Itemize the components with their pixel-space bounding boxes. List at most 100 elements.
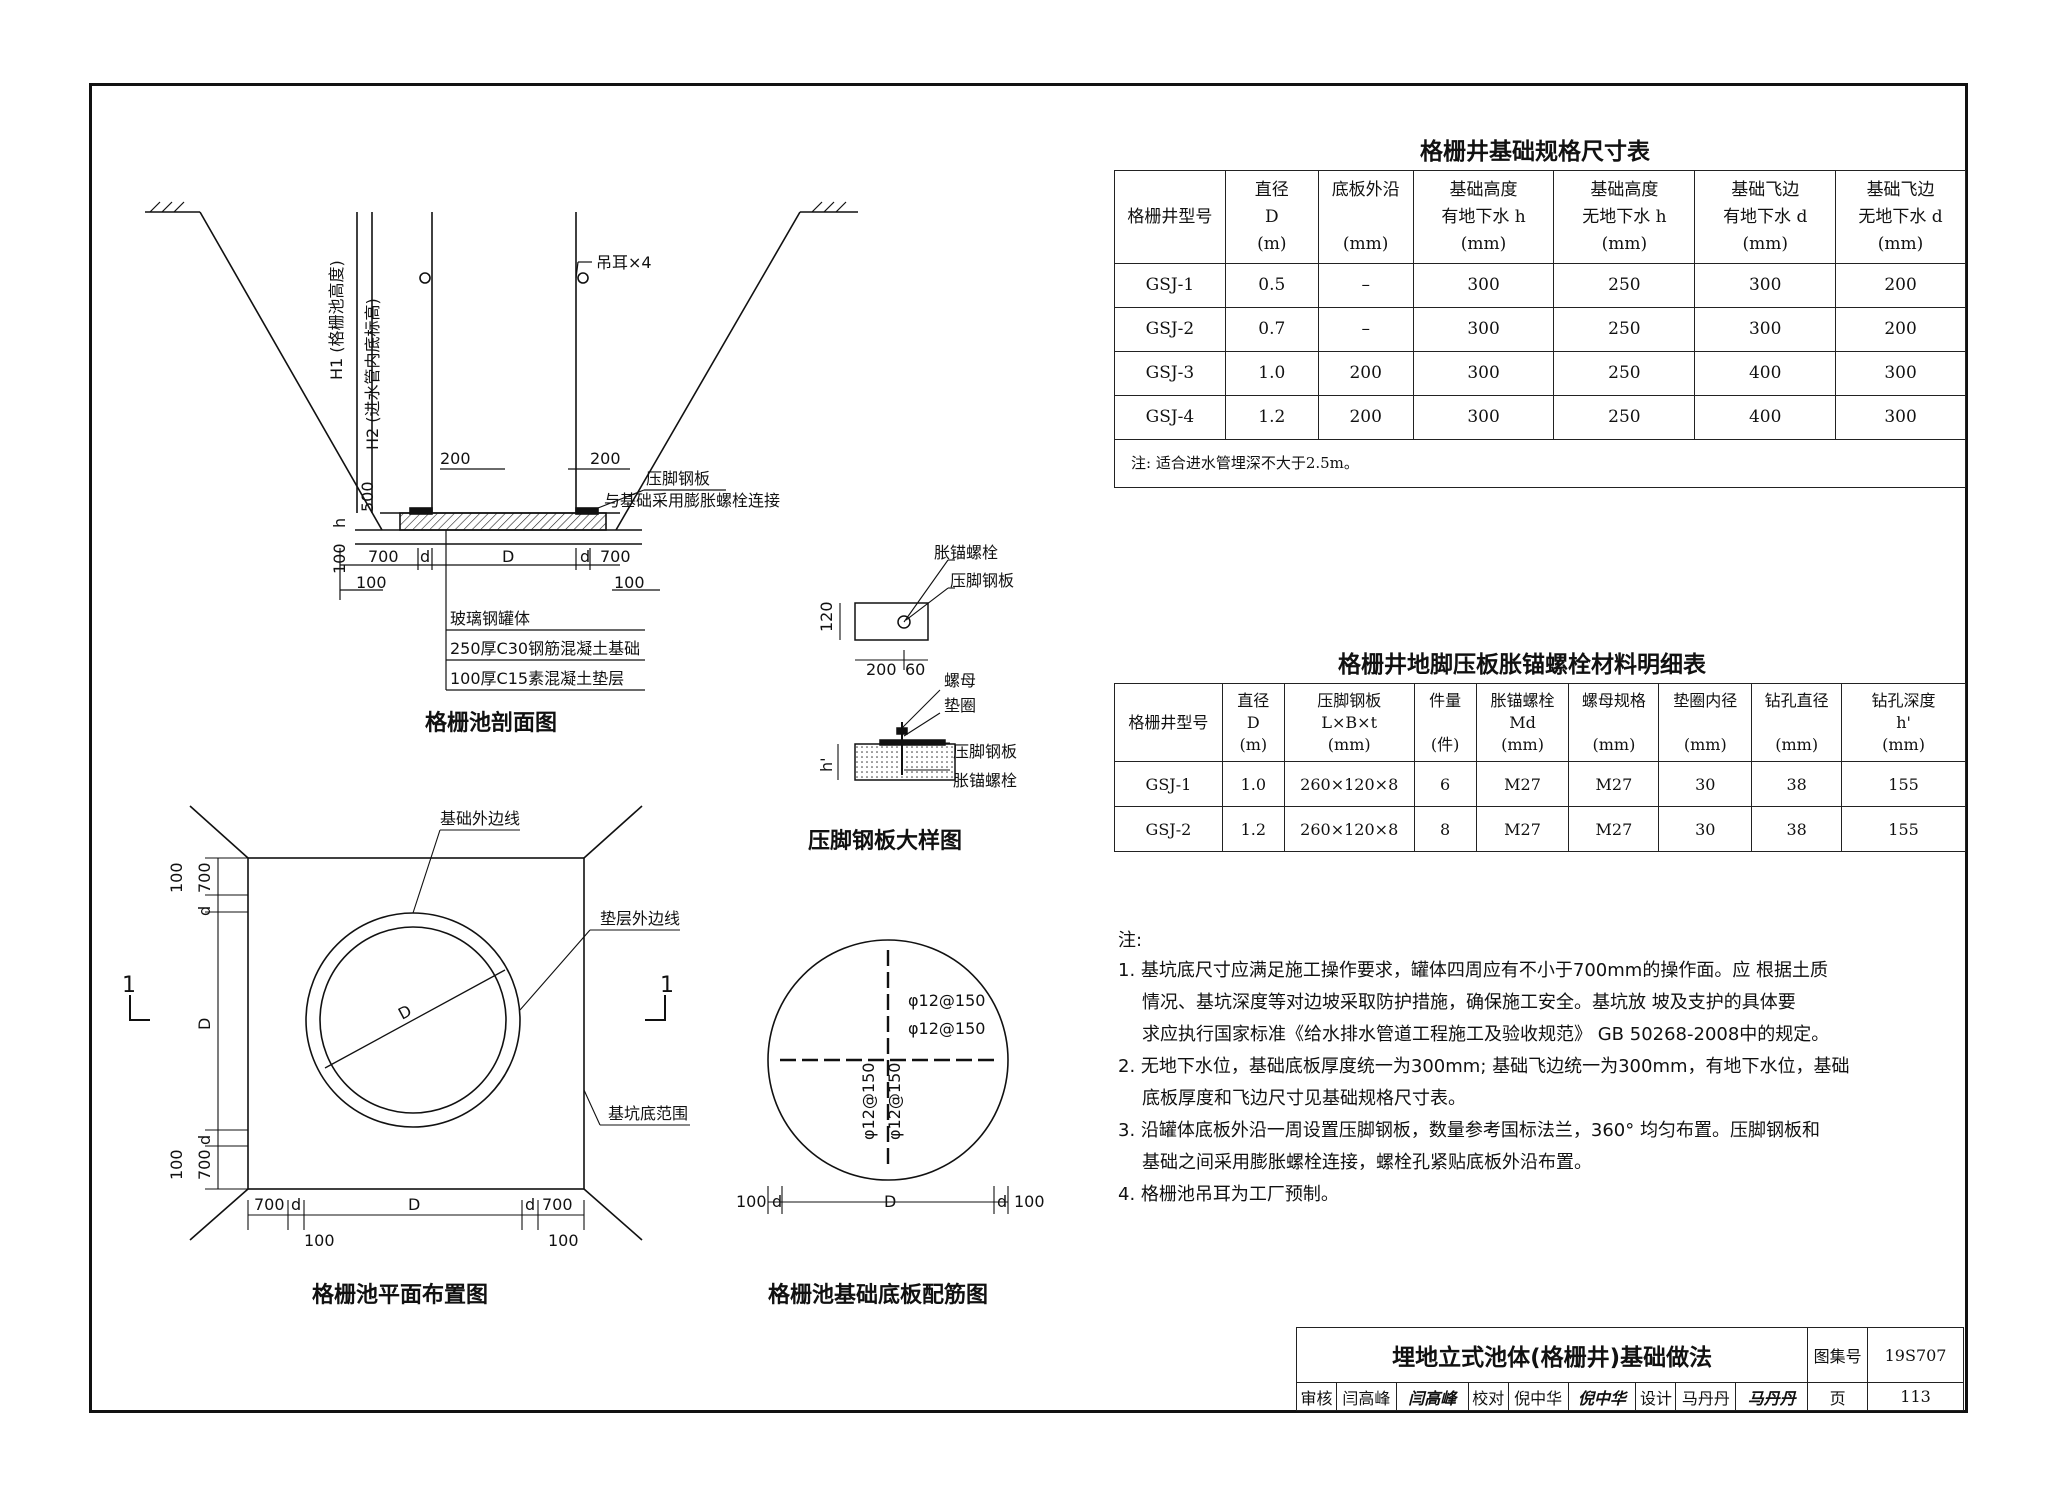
table-cell: 250 (1553, 351, 1696, 396)
rebar-labels: φ12@150 φ12@150 φ12@150 φ12@150 100 d D … (736, 991, 1045, 1308)
table-cell: – (1317, 263, 1414, 308)
label-cushion-edge: 垫层外边线 (600, 909, 680, 928)
label-lifting-lug: 吊耳×4 (596, 253, 652, 272)
plan-labels: 基础外边线 垫层外边线 基坑底范围 D D D 1 1 100 700 d d … (122, 809, 688, 1308)
dim-D-vertical: D (195, 1018, 214, 1030)
spec-table-note-row: 注: 适合进水管埋深不大于2.5m。 (1114, 439, 1966, 488)
table-cell: 200 (1317, 351, 1414, 396)
dim-D: D (502, 547, 514, 566)
dim-100-bottom-right: 100 (614, 573, 645, 592)
spec-table-note: 注: 适合进水管埋深不大于2.5m。 (1114, 439, 1966, 488)
spec-header-0: 格栅井型号 (1114, 170, 1226, 264)
reviewer-signature: 闫高峰 (1395, 1382, 1469, 1411)
note-line: 2. 无地下水位，基础底板厚度统一为300mm; 基础飞边统一为300mm，有地… (1118, 1056, 1850, 1077)
rebar-label-2: φ12@150 (908, 1019, 985, 1038)
table-cell: 300 (1835, 351, 1966, 396)
dim-d-left: d (291, 1195, 301, 1214)
rebar-dim-D: D (884, 1192, 896, 1211)
section-labels: H1 (格栅池高度) H2 (进水管内底标高) 吊耳×4 200 200 压脚钢… (327, 253, 780, 736)
dim-700-left: 700 (368, 547, 399, 566)
label-h1: H1 (格栅池高度) (327, 260, 346, 380)
table-cell: 200 (1317, 395, 1414, 440)
table-cell: GSJ-2 (1114, 806, 1223, 852)
dim-120: 120 (817, 601, 836, 632)
table-cell: 0.5 (1224, 263, 1319, 308)
checker-name: 倪中华 (1507, 1382, 1569, 1411)
label-washer: 垫圈 (944, 696, 976, 715)
spec-header-5: 基础飞边有地下水 d(mm) (1694, 170, 1837, 264)
section-drawing (145, 201, 858, 691)
designer-name: 马丹丹 (1675, 1382, 1737, 1411)
layer-1: 玻璃钢罐体 (450, 609, 530, 628)
note-line: 1. 基坑底尺寸应满足施工操作要求，罐体四周应有不小于700mm的操作面。应 根… (1118, 960, 1829, 981)
note-line: 基础之间采用膨胀螺栓连接，螺栓孔紧贴底板外沿布置。 (1142, 1152, 1592, 1173)
dim-h: h (330, 518, 349, 528)
dim-d-left: d (420, 547, 430, 566)
table-cell: 300 (1694, 263, 1837, 308)
table-cell: 1.2 (1224, 395, 1319, 440)
table-cell: – (1317, 307, 1414, 352)
rebar-label-3: φ12@150 (859, 1063, 878, 1140)
dim-200-left: 200 (440, 449, 471, 468)
table-cell: M27 (1568, 761, 1660, 807)
table-cell: 400 (1694, 351, 1837, 396)
layer-3: 100厚C15素混凝土垫层 (450, 669, 624, 688)
dim-d-right: d (525, 1195, 535, 1214)
dim-700-left: 700 (254, 1195, 285, 1214)
table-cell: 1.2 (1221, 806, 1285, 852)
page-number: 113 (1867, 1382, 1964, 1411)
table-cell: 300 (1694, 307, 1837, 352)
rebar-dim-d-right: d (997, 1192, 1007, 1211)
label-anchor-note: 与基础采用膨胀螺栓连接 (604, 491, 780, 510)
spec-header-4: 基础高度无地下水 h(mm) (1553, 170, 1696, 264)
designer-signature: 马丹丹 (1735, 1382, 1809, 1411)
rebar-label-4: φ12@150 (885, 1063, 904, 1140)
dim-h-prime: h' (817, 757, 836, 772)
table-cell: 250 (1553, 263, 1696, 308)
table-cell: GSJ-3 (1114, 351, 1226, 396)
table-cell: 30 (1658, 806, 1753, 852)
table-cell: 300 (1412, 395, 1555, 440)
label-h2: H2 (进水管内底标高) (363, 298, 382, 450)
dim-100-left: 100 (304, 1231, 335, 1250)
label-pressing-plate: 压脚钢板 (646, 469, 710, 488)
sheet-frame (89, 83, 1968, 1413)
dim-d-bottom: d (195, 1135, 214, 1145)
dim-100-bottom: 100 (167, 1149, 186, 1180)
table-cell: GSJ-2 (1114, 307, 1226, 352)
section-mark-left: 1 (122, 973, 136, 998)
atlas-label: 图集号 (1807, 1327, 1869, 1383)
table-cell: M27 (1568, 806, 1660, 852)
spec-header-6: 基础飞边无地下水 d(mm) (1835, 170, 1966, 264)
drawing-title: 埋地立式池体(格栅井)基础做法 (1295, 1327, 1809, 1383)
dim-100-right: 100 (548, 1231, 579, 1250)
bolt-table-title: 格栅井地脚压板胀锚螺栓材料明细表 (1338, 652, 1706, 678)
table-cell: 0.7 (1224, 307, 1319, 352)
rebar-dim-100-left: 100 (736, 1192, 767, 1211)
section-title: 格栅池剖面图 (425, 710, 557, 736)
table-cell: 400 (1694, 395, 1837, 440)
spec-header-3: 基础高度有地下水 h(mm) (1412, 170, 1555, 264)
title-block: 埋地立式池体(格栅井)基础做法 图集号 19S707 审核 闫高峰 闫高峰 校对… (1295, 1327, 1964, 1411)
plan-title: 格栅池平面布置图 (312, 1282, 488, 1308)
table-cell: 200 (1835, 307, 1966, 352)
table-cell: GSJ-4 (1114, 395, 1226, 440)
dim-100-bottom-left: 100 (356, 573, 387, 592)
plate-detail-drawing (837, 559, 956, 781)
label-anchor-bolt-bottom: 胀锚螺栓 (953, 771, 1017, 790)
dim-200: 200 (866, 660, 897, 679)
table-cell: 1.0 (1221, 761, 1285, 807)
bolt-header-0: 格栅井型号 (1114, 683, 1223, 762)
dim-100-left: 100 (330, 543, 349, 574)
dim-700-bottom: 700 (195, 1149, 214, 1180)
note-line: 4. 格栅池吊耳为工厂预制。 (1118, 1184, 1339, 1205)
